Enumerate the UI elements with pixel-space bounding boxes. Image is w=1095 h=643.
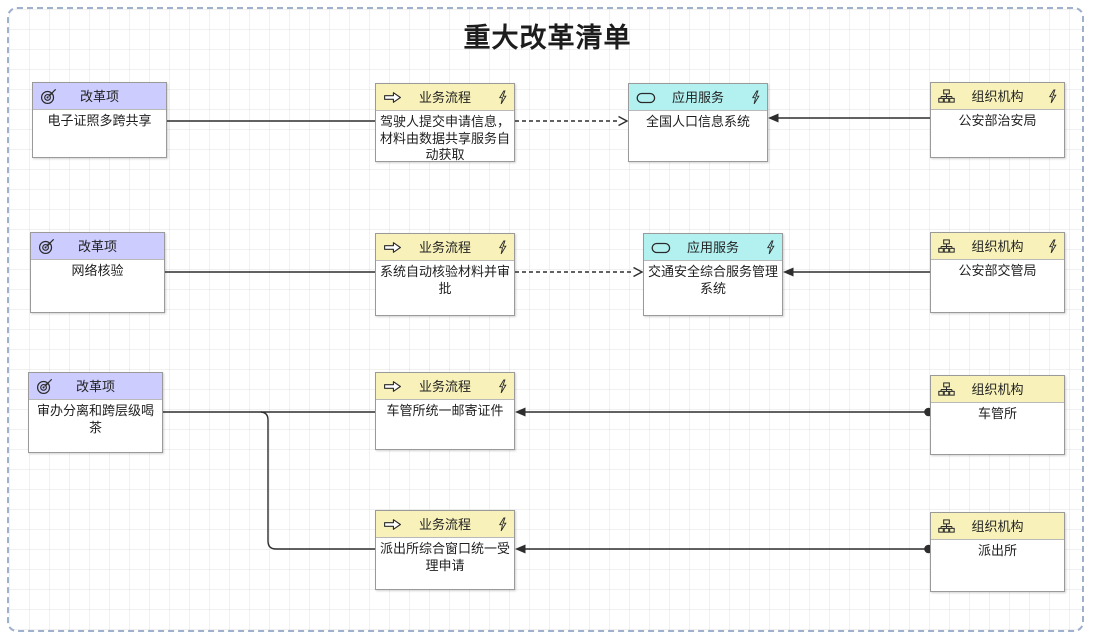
rounded-service-icon [636,84,656,111]
node-label: 网络核验 [71,263,124,278]
diagram-frame [7,7,1084,632]
node-org-vehicle-administration[interactable]: 组织机构 车管所 [930,375,1065,455]
node-header: 业务流程 [376,84,514,111]
node-label: 公安部交管局 [958,263,1037,278]
node-label: 派出所综合窗口统一受理申请 [380,541,511,573]
node-header: 组织机构 [931,376,1064,403]
node-type-label: 组织机构 [971,239,1024,254]
node-header: 应用服务 [644,234,782,261]
diagram-canvas [9,9,1082,630]
node-header: 改革项 [33,83,166,110]
node-label: 驾驶人提交申请信息，材料由数据共享服务自动获取 [380,114,511,163]
node-label: 派出所 [977,543,1017,558]
node-type-label: 改革项 [77,239,117,254]
node-org-police-station[interactable]: 组织机构 派出所 [930,512,1065,592]
node-label: 车管所统一邮寄证件 [386,403,504,418]
node-type-label: 业务流程 [418,240,471,255]
lightning-icon [750,84,761,111]
node-label: 电子证照多跨共享 [47,113,152,128]
node-org-public-security-bureau[interactable]: 组织机构 公安部治安局 [930,82,1065,158]
node-header: 改革项 [31,233,164,260]
node-process-unified-window[interactable]: 业务流程 派出所综合窗口统一受理申请 [375,510,515,590]
node-reform-electronic-license[interactable]: 改革项 电子证照多跨共享 [32,82,167,158]
node-header: 业务流程 [376,373,514,400]
node-type-label: 业务流程 [418,379,471,394]
node-header: 组织机构 [931,233,1064,260]
lightning-icon [497,511,508,538]
node-appservice-population-system[interactable]: 应用服务 全国人口信息系统 [628,83,768,162]
lightning-icon [497,84,508,111]
process-arrow-icon [383,84,402,111]
node-appservice-traffic-management-system[interactable]: 应用服务 交通安全综合服务管理系统 [643,233,783,316]
process-arrow-icon [383,511,402,538]
page-title: 重大改革清单 [463,23,632,53]
process-arrow-icon [383,234,402,261]
node-header: 应用服务 [629,84,767,111]
node-reform-online-verification[interactable]: 改革项 网络核验 [30,232,165,313]
rounded-service-icon [651,234,671,261]
node-type-label: 组织机构 [971,382,1024,397]
node-process-auto-verify[interactable]: 业务流程 系统自动核验材料并审批 [375,233,515,316]
node-process-submit-info[interactable]: 业务流程 驾驶人提交申请信息，材料由数据共享服务自动获取 [375,83,515,162]
node-header: 业务流程 [376,511,514,538]
target-icon [38,233,55,260]
node-label: 审办分离和跨层级喝茶 [36,403,154,435]
node-type-label: 业务流程 [418,90,471,105]
node-header: 改革项 [29,373,162,400]
lightning-icon [765,234,776,261]
target-icon [40,83,57,110]
node-header: 组织机构 [931,83,1064,110]
node-label: 系统自动核验材料并审批 [380,264,511,296]
lightning-icon [497,373,508,400]
node-type-label: 应用服务 [671,90,724,105]
node-reform-separation-cross-level[interactable]: 改革项 审办分离和跨层级喝茶 [28,372,163,453]
node-type-label: 组织机构 [971,519,1024,534]
node-type-label: 改革项 [75,379,115,394]
orgchart-icon [938,513,955,540]
node-label: 公安部治安局 [958,113,1037,128]
node-type-label: 组织机构 [971,89,1024,104]
process-arrow-icon [383,373,402,400]
node-process-mail-certificates[interactable]: 业务流程 车管所统一邮寄证件 [375,372,515,450]
lightning-icon [497,234,508,261]
target-icon [36,373,53,400]
lightning-icon [1047,233,1058,260]
node-label: 车管所 [977,406,1017,421]
node-type-label: 业务流程 [418,517,471,532]
node-type-label: 改革项 [79,89,119,104]
node-label: 全国人口信息系统 [645,114,750,129]
node-header: 组织机构 [931,513,1064,540]
node-org-traffic-bureau[interactable]: 组织机构 公安部交管局 [930,232,1065,313]
lightning-icon [1047,83,1058,110]
orgchart-icon [938,83,955,110]
node-header: 业务流程 [376,234,514,261]
orgchart-icon [938,376,955,403]
orgchart-icon [938,233,955,260]
node-label: 交通安全综合服务管理系统 [648,264,779,296]
node-type-label: 应用服务 [686,240,739,255]
